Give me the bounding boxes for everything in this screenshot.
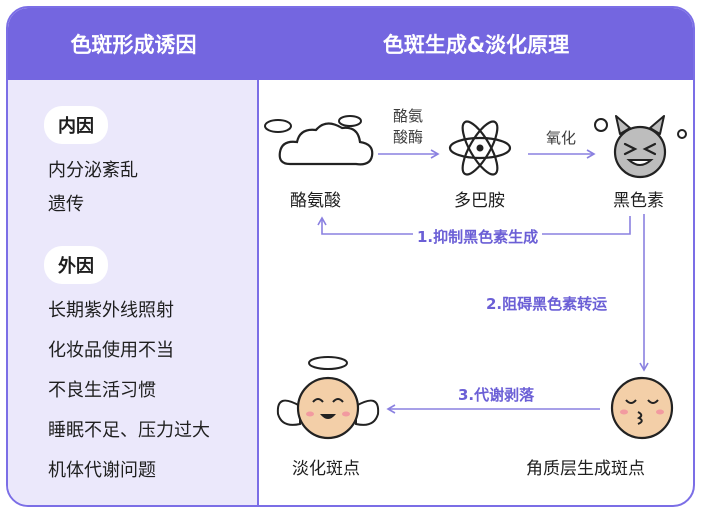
cloud-icon [264, 115, 374, 166]
node-dopamine: 多巴胺 [454, 191, 505, 211]
external-cause-item: 不良生活习惯 [48, 380, 156, 401]
internal-cause-item: 遗传 [48, 194, 84, 215]
enzyme-label: 酪氨 酸酶 [386, 106, 430, 148]
angel-face-icon [276, 356, 380, 440]
external-cause-item: 睡眠不足、压力过大 [48, 420, 210, 441]
infographic-card: 色斑形成诱因 内因 内分泌紊乱 遗传 外因 长期紫外线照射 化妆品使用不当 不良… [6, 6, 695, 507]
node-keratin-spot: 角质层生成斑点 [526, 459, 645, 479]
causes-header: 色斑形成诱因 [8, 8, 259, 80]
step3-label: 3.代谢剥落 [458, 386, 535, 404]
node-tyrosine: 酪氨酸 [290, 191, 341, 211]
node-melanin: 黑色素 [613, 191, 664, 211]
external-causes-label: 外因 [44, 246, 108, 284]
kiss-face-icon [610, 376, 674, 440]
step1-label: 1.抑制黑色素生成 [413, 226, 543, 247]
internal-cause-item: 内分泌紊乱 [48, 160, 138, 181]
internal-causes-label: 内因 [44, 106, 108, 144]
enzyme-label-line: 酪氨 [392, 107, 423, 125]
oxidation-label: 氧化 [545, 129, 576, 147]
enzyme-label-line: 酸酶 [392, 128, 423, 146]
devil-icon [594, 115, 687, 179]
atom-icon [448, 120, 512, 176]
node-faded-spot: 淡化斑点 [292, 459, 360, 479]
mechanism-header: 色斑生成&淡化原理 [259, 8, 693, 80]
step2-label: 2.阻碍黑色素转运 [486, 295, 608, 313]
external-cause-item: 化妆品使用不当 [48, 340, 174, 361]
external-cause-item: 长期紫外线照射 [48, 300, 174, 321]
external-cause-item: 机体代谢问题 [48, 460, 156, 481]
mechanism-diagram [264, 115, 687, 440]
causes-panel: 色斑形成诱因 内因 内分泌紊乱 遗传 外因 长期紫外线照射 化妆品使用不当 不良… [8, 8, 259, 505]
